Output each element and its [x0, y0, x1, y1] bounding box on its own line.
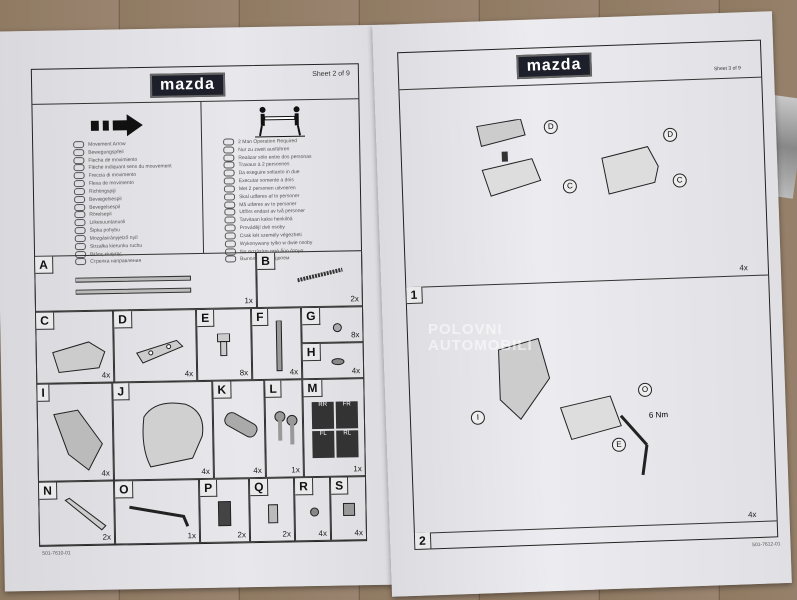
- mount-assembly-exploded: [476, 118, 542, 197]
- movement-arrow-icon: [90, 114, 143, 137]
- sheet-footer-code: 501-7610-01: [42, 550, 71, 557]
- right-instruction-sheet: mazda Sheet 3 of 9 D C D C 4x 1 I E O 6 …: [372, 11, 792, 597]
- divider: [406, 274, 769, 289]
- mazda-logo: mazda: [149, 72, 226, 98]
- step-1-number: 1: [406, 286, 423, 305]
- hex-key-icon: [129, 505, 190, 527]
- callout-c: C: [562, 179, 578, 194]
- divider: [200, 100, 205, 253]
- sheet-number: Sheet 3 of 9: [713, 65, 741, 73]
- torque-value: 6 Nm: [648, 410, 669, 420]
- divider: [399, 76, 762, 91]
- sheet-frame: mazda Sheet 3 of 9 D C D C 4x 1 I E O 6 …: [397, 39, 779, 550]
- sheet-footer-code: 501-7612-01: [752, 541, 781, 549]
- two-person-icon: [255, 106, 306, 138]
- quantity: 4x: [747, 510, 757, 520]
- step-1-illustration: [498, 337, 649, 476]
- keys-icon: [274, 411, 298, 445]
- divider: [414, 520, 777, 534]
- sheet-number: Sheet 2 of 9: [312, 70, 350, 79]
- quantity: 4x: [739, 263, 748, 273]
- mount-assembly-combined: [601, 146, 659, 195]
- step-2-number: 2: [414, 532, 432, 550]
- callout-c: C: [672, 173, 687, 188]
- divider: [32, 98, 359, 105]
- mazda-logo: mazda: [516, 52, 592, 80]
